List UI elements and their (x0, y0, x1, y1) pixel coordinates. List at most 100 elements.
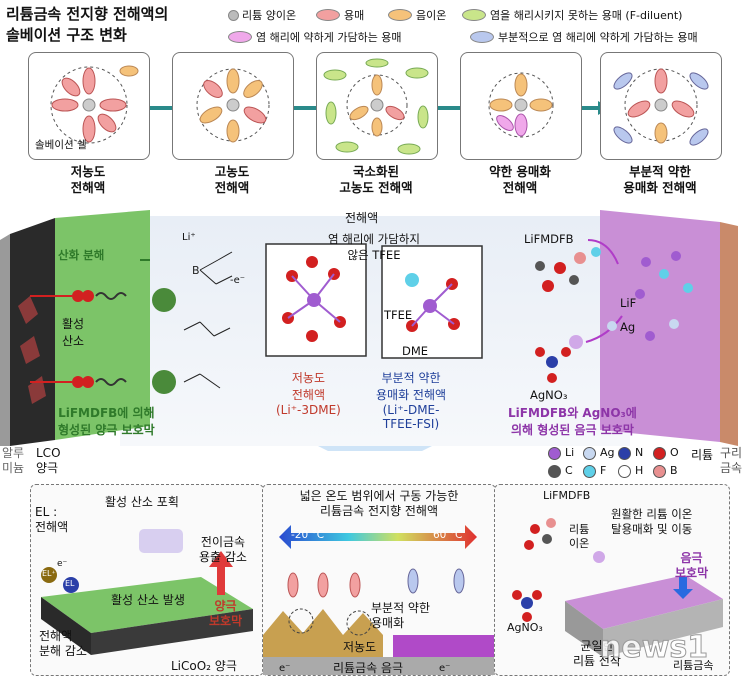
el-note: EL : 전해액 (35, 505, 69, 534)
stage-label-high: 고농도 전해액 (214, 164, 250, 195)
lifmdfb-structure-drawing: B (183, 251, 233, 389)
atom-legend: Li Ag N O C F H B (548, 444, 688, 480)
legend-partial: 부분적으로 염 해리에 약하게 가담하는 용매 (470, 29, 698, 45)
stage-label-weak: 약한 용매화 전해액 (489, 164, 551, 195)
li-ion-bottom-label: 리튬 이온 (569, 523, 590, 550)
copper-label: 구리 금속 (720, 446, 743, 475)
high-conc-solvation-illustration (196, 68, 270, 143)
atom-color-marker (653, 446, 666, 460)
atom-symbol: H (635, 464, 644, 477)
agno3-bottom-label: AgNO₃ (507, 621, 543, 634)
cathode-e-label: e⁻ (57, 559, 68, 569)
anion-marker (388, 9, 412, 21)
atom-symbol: O (670, 446, 679, 459)
weak-solvation-illustration (488, 72, 554, 138)
aluminum-label: 알루 미늄 (2, 446, 25, 475)
electrolyte-label: 전해액 (345, 211, 379, 225)
atom-color-marker (583, 464, 596, 478)
li-metal-label: 리튬 (691, 448, 714, 462)
stage-label-low: 저농도 전해액 (70, 164, 106, 195)
atom-legend-item: H (618, 462, 653, 480)
panel-cathode: EL : 전해액 활성 산소 포획 전이금속 용출 감소 활성 산소 발생 양극… (30, 484, 264, 676)
li-metal-anode-label: 리튬금속 음극 (333, 661, 404, 675)
cathode-panel-illustration (41, 529, 253, 655)
atom-color-marker (618, 446, 631, 460)
uniform-deposition-label: 균일한 리튬 전착 (573, 639, 621, 668)
li-metal-bottom-label: 리튬금속 (673, 659, 714, 672)
partial-weak-bottom-label: 부분적 약한 용매화 (371, 601, 431, 630)
cathode-film-label: LiFMDFB에 의해 형성된 양극 보호막 (58, 406, 155, 437)
stage-low-concentration: 솔베이션 쉘 (28, 52, 150, 160)
low-conc-solvation-illustration (50, 65, 139, 144)
li-plus-label: Li⁺ (182, 232, 196, 243)
lifmdfb-bottom-label: LiFMDFB (543, 489, 591, 502)
el-marker-label: EL (65, 579, 75, 588)
atom-legend-item: F (583, 462, 618, 480)
atom-color-marker (548, 446, 561, 460)
weak-marker (228, 31, 252, 43)
low-conc-bottom-label: 저농도 (343, 640, 377, 654)
legend-weak: 염 해리에 약하게 가담하는 용매 (228, 29, 402, 45)
lif-label: LiF (620, 296, 637, 310)
atom-symbol: B (670, 464, 678, 477)
atom-color-marker (583, 446, 596, 460)
stage-localized-high-concentration (316, 52, 438, 160)
atom-symbol: Li (565, 446, 575, 459)
atom-symbol: Ag (600, 446, 615, 459)
svg-text:B: B (192, 264, 200, 277)
stage-partially-weakly-solvating (600, 52, 722, 160)
panel-anode: LiFMDFB 리튬 이온 원활한 리튬 이온 탈용매화 및 이동 음극 보호막… (494, 484, 730, 676)
atom-symbol: F (600, 464, 607, 477)
cathode-film-bottom-label: 양극 보호막 (209, 599, 243, 628)
partial-weak-structure-label: 부분적 약한 용매화 전해액 (Li⁺-DME- TFEE-FSI) (376, 371, 447, 431)
tfee-note: 염 해리에 가담하지 않은 TFEE (328, 232, 420, 262)
legend-anion: 음이온 (388, 7, 446, 23)
figure-title: 리튬금속 전지향 전해액의 솔베이션 구조 변화 (6, 5, 169, 44)
atom-legend-item: C (548, 462, 583, 480)
panel-temperature: 넓은 온도 범위에서 구동 가능한 리튬금속 전지향 전해액 -20 °C 60… (262, 484, 496, 676)
lco-label: LCO 양극 (36, 446, 61, 475)
partial-weak-solvation-illustration (613, 68, 709, 146)
atom-symbol: C (565, 464, 573, 477)
ag-label: Ag (620, 320, 636, 334)
dme-label: DME (402, 344, 429, 358)
minus-e-label: -e⁻ (230, 275, 246, 286)
atom-legend-item: Li (548, 444, 583, 462)
anode-film-bottom-label: 음극 보호막 (675, 551, 709, 580)
oxygen-generation-label: 활성 산소 발생 (111, 593, 185, 607)
watermark: news1 (599, 630, 709, 666)
atom-legend-item: O (653, 444, 688, 462)
temperature-heading: 넓은 온도 범위에서 구동 가능한 리튬금속 전지향 전해액 (299, 489, 459, 518)
tm-dissolution-label: 전이금속 용출 감소 (199, 535, 247, 564)
solvation-shell-label: 솔베이션 쉘 (35, 139, 87, 151)
partial-marker (470, 31, 494, 43)
stage-label-partial: 부분적 약한 용매화 전해액 (623, 164, 697, 195)
temp-high-label: 60 °C (433, 529, 463, 541)
stage-label-lhce: 국소화된 고농도 전해액 (339, 164, 413, 195)
decomposition-label: 전해액 분해 감소 (39, 629, 87, 658)
licoo2-label: LiCoO₂ 양극 (171, 659, 237, 673)
temperature-panel-illustration (263, 525, 495, 675)
anode-panel-illustration (512, 518, 723, 657)
diluent-marker (462, 9, 486, 21)
atom-legend-item: N (618, 444, 653, 462)
atom-color-marker (618, 464, 631, 478)
atom-symbol: N (635, 446, 644, 459)
low-conc-structure-label: 저농도 전해액 (Li⁺-3DME) (276, 371, 341, 417)
li-ion-marker (228, 9, 239, 21)
capture-label: 활성 산소 포획 (105, 495, 179, 509)
battery-cell-illustration (0, 210, 738, 451)
legend-li-ion: 리튬 양이온 (228, 7, 296, 23)
anode-e-right: e⁻ (439, 663, 451, 674)
stage-high-concentration (172, 52, 294, 160)
agno3-label: AgNO₃ (530, 388, 568, 402)
temp-low-label: -20 °C (291, 529, 325, 541)
legend-diluent: 염을 해리시키지 못하는 용매 (F-diluent) (462, 7, 682, 23)
oxidation-label: 산화 분해 (58, 248, 105, 262)
anode-e-left: e⁻ (279, 663, 291, 674)
legend-solvent: 용매 (316, 7, 364, 23)
anode-film-label: LiFMDFB와 AgNO₃에 의해 형성된 음극 보호막 (508, 406, 637, 437)
stage-weakly-solvating (460, 52, 582, 160)
atom-color-marker (548, 464, 561, 478)
solvent-marker (316, 9, 340, 21)
